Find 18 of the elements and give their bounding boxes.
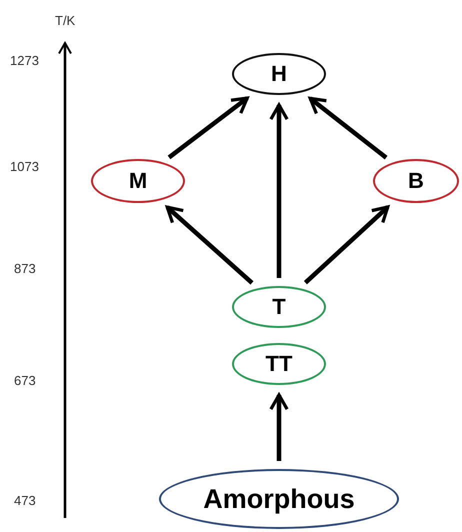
phase-label: H: [271, 63, 287, 85]
arrow: [308, 96, 388, 160]
phase-label: M: [128, 170, 148, 192]
phase-label: Amorphous: [203, 486, 355, 512]
arrow: [269, 393, 289, 461]
phase-label: TT: [266, 353, 292, 375]
tick-label: 673: [14, 374, 36, 387]
arrow: [269, 103, 289, 278]
axis-title: T/K: [55, 14, 76, 27]
tick-label: 1273: [10, 54, 39, 67]
tick-label: 1073: [10, 160, 39, 173]
phase-label: B: [408, 170, 424, 192]
arrow: [168, 96, 249, 160]
arrow: [304, 205, 390, 284]
arrow: [166, 205, 254, 285]
tick-label: 873: [14, 262, 36, 275]
tick-label: 473: [14, 494, 36, 507]
phase-label: T: [272, 296, 286, 318]
